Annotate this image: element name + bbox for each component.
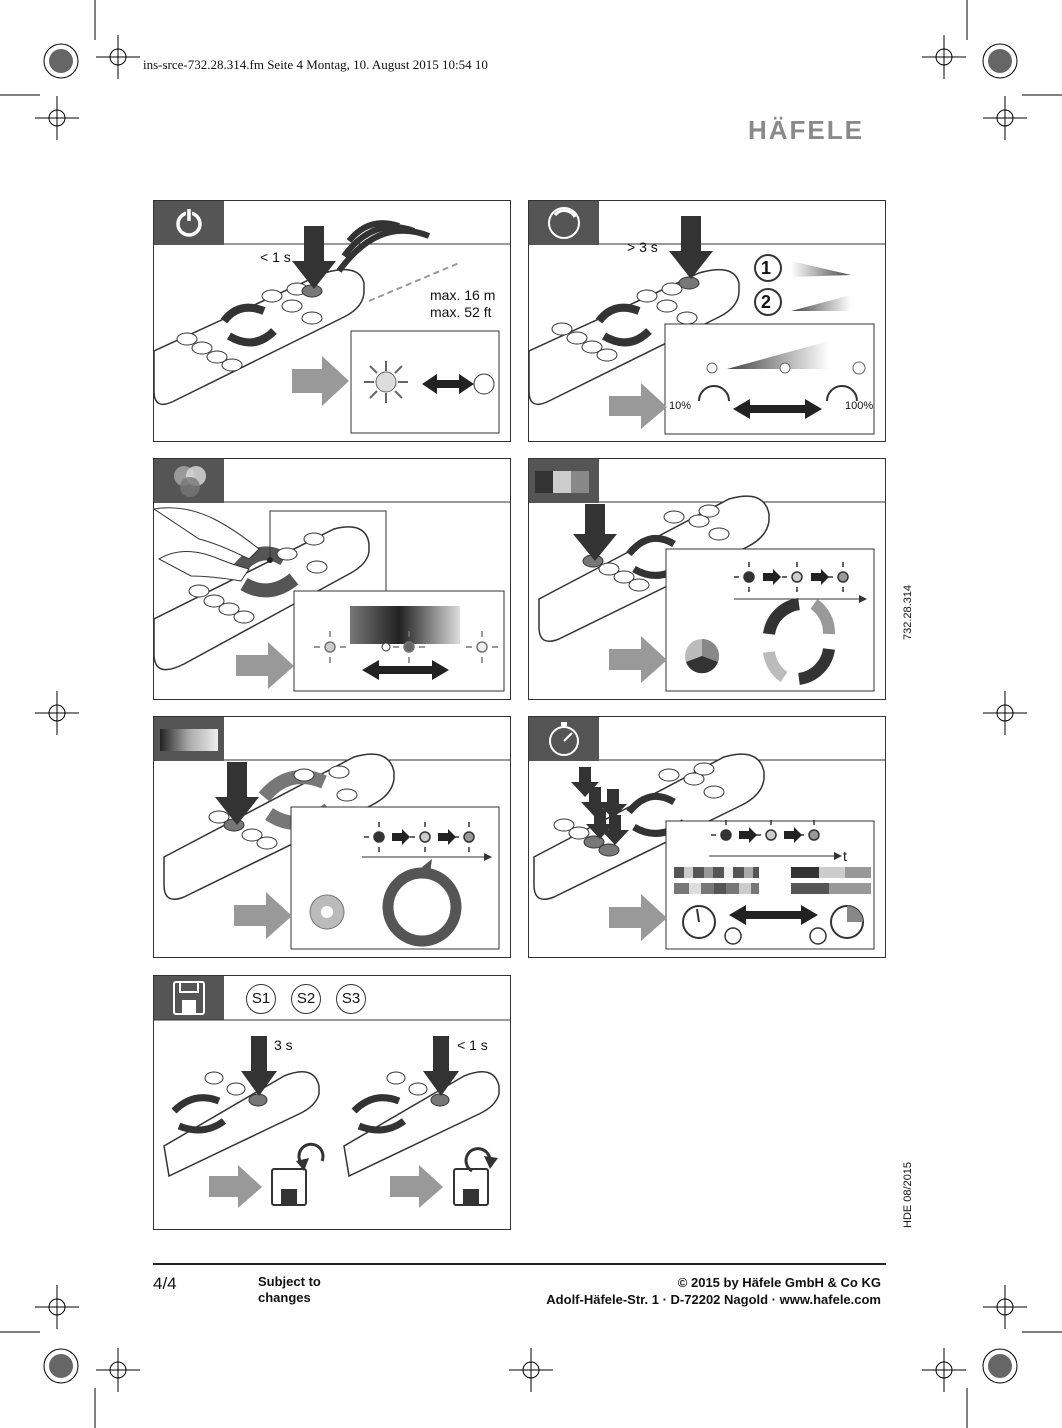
side-article-number: 732.28.314 bbox=[902, 584, 914, 640]
step-2: 2 bbox=[761, 292, 772, 312]
file-info: ins-srce-732.28.314.fm Seite 4 Montag, 1… bbox=[143, 57, 488, 72]
fast-pattern bbox=[674, 867, 759, 894]
dimmer-icon bbox=[529, 201, 599, 245]
memory-s1-button[interactable]: S1 bbox=[246, 984, 276, 1014]
timer-illustration bbox=[533, 753, 885, 950]
time-axis-label: t bbox=[843, 848, 847, 864]
colour-mix-icon bbox=[154, 459, 224, 503]
memory-s3-button[interactable]: S3 bbox=[336, 984, 366, 1014]
page-number: 4/4 bbox=[153, 1274, 177, 1293]
press-time-label: < 1 s bbox=[260, 249, 291, 265]
panel-dimming: > 3 s 1 2 10% 100% bbox=[528, 200, 886, 442]
panel-colour bbox=[153, 458, 511, 700]
memory-illustration bbox=[154, 1019, 510, 1208]
save-time-label: 3 s bbox=[274, 1037, 293, 1053]
memory-s2-button[interactable]: S2 bbox=[291, 984, 321, 1014]
max-percent: 100% bbox=[845, 400, 874, 412]
colour-change-illustration bbox=[538, 495, 885, 692]
slow-pattern bbox=[791, 867, 871, 894]
stopwatch-icon bbox=[529, 717, 599, 761]
power-icon bbox=[154, 201, 224, 245]
colour-fade-illustration bbox=[163, 753, 510, 950]
power-illustration bbox=[154, 220, 510, 434]
panel-power: < 1 s max. 16 m max. 52 ft bbox=[153, 200, 511, 442]
colour-steps-icon bbox=[529, 459, 599, 503]
address-line: Adolf-Häfele-Str. 1 · D-72202 Nagold · w… bbox=[546, 1292, 881, 1307]
hold-time-label: > 3 s bbox=[627, 239, 658, 255]
panel-colour-fade bbox=[153, 716, 511, 958]
floppy-disk-icon bbox=[154, 976, 224, 1020]
colour-illustration bbox=[154, 501, 510, 692]
subject-to-changes: Subject to changes bbox=[258, 1274, 321, 1305]
step-1: 1 bbox=[761, 258, 772, 278]
panel-colour-change bbox=[528, 458, 886, 700]
footer-rule bbox=[153, 1263, 886, 1265]
range-m-label: max. 16 m bbox=[430, 287, 496, 303]
recall-time-label: < 1 s bbox=[457, 1037, 488, 1053]
hafele-logo: HÄFELE bbox=[748, 115, 864, 145]
panel-timer: t bbox=[528, 716, 886, 958]
side-date: HDE 08/2015 bbox=[902, 1161, 914, 1228]
copyright-block: © 2015 by Häfele GmbH & Co KG Adolf-Häfe… bbox=[546, 1274, 881, 1308]
min-percent: 10% bbox=[669, 400, 692, 412]
panel-memory: S1 S2 S3 3 s < 1 s bbox=[153, 975, 511, 1230]
dimming-illustration bbox=[529, 216, 885, 435]
copyright-line: © 2015 by Häfele GmbH & Co KG bbox=[677, 1275, 881, 1290]
range-ft-label: max. 52 ft bbox=[430, 304, 492, 320]
colour-gradient-icon bbox=[154, 717, 224, 761]
